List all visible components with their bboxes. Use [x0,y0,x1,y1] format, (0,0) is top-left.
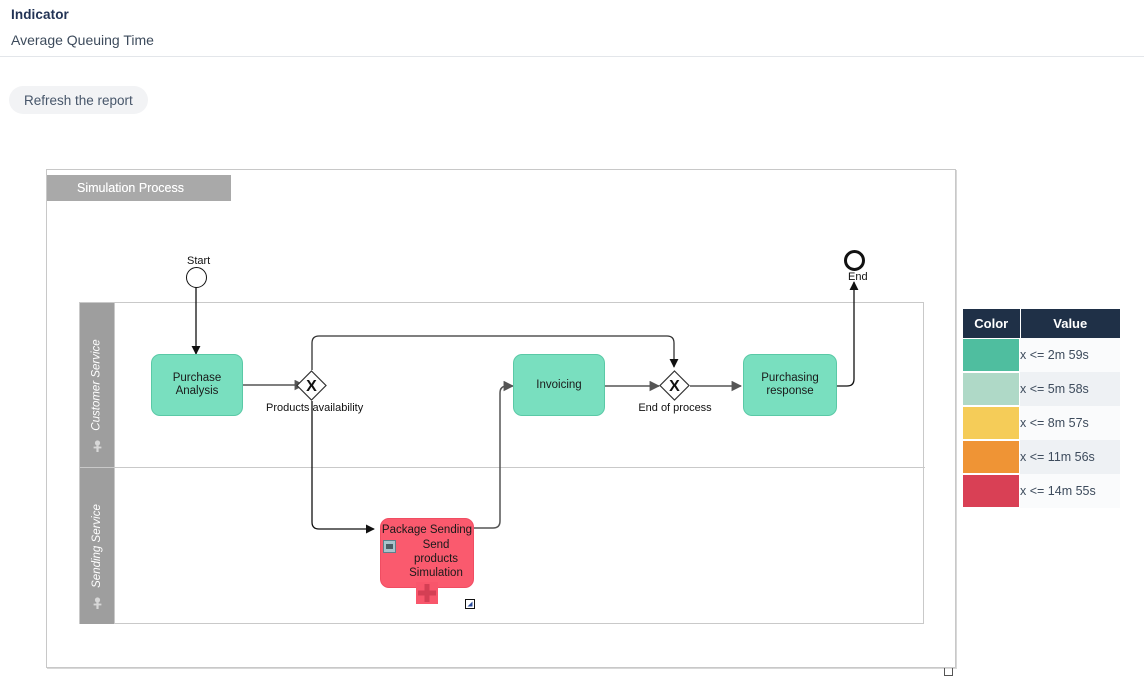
task-purchase-analysis-line2: Analysis [175,385,219,397]
lane-label-sending-service: Sending Service [91,504,103,588]
legend-value-cell: x <= 8m 57s [1020,406,1120,440]
end-event[interactable] [844,250,865,271]
start-event[interactable] [186,267,207,288]
lane-header-customer-service: Customer Service [80,303,115,467]
legend-row: x <= 5m 58s [963,372,1120,406]
report-header: Indicator Average Queuing Time [0,0,1144,57]
start-event-label: Start [187,255,211,267]
pool-name-label: Simulation Process [77,181,184,195]
subprocess-inner-label: Send products Simulation [409,539,463,579]
svg-text:X: X [669,378,680,395]
legend-value-cell: x <= 14m 55s [1020,474,1120,508]
bpmn-diagram-container[interactable]: Simulation Process Customer Service Send… [46,169,956,668]
legend-row: x <= 8m 57s [963,406,1120,440]
legend-swatch-cell [963,474,1020,508]
legend-row: x <= 11m 56s [963,440,1120,474]
task-purchasing-response-line1: Purchasing [761,372,819,384]
task-purchase-analysis[interactable]: Purchase Analysis [151,354,243,416]
indicator-label: Indicator [11,7,69,22]
lane-label-customer-service: Customer Service [91,339,104,431]
legend-header-row: Color Value [963,309,1120,338]
svg-text:X: X [306,378,317,395]
legend-swatch-cell [963,338,1020,372]
task-purchase-analysis-line1: Purchase [172,372,222,384]
indicator-value: Average Queuing Time [11,32,154,48]
end-event-label: End [848,271,868,283]
role-icon [93,597,102,609]
legend-color-swatch [963,406,1020,440]
subprocess-title: Package Sending [381,524,473,536]
gateway-products-availability-label: Products availability [266,402,364,414]
pool: Customer Service Sending Service [79,302,925,624]
task-invoicing-line1: Invoicing [536,378,582,391]
legend-swatch-cell [963,406,1020,440]
legend-col-value: Value [1020,309,1120,338]
task-purchasing-response-line2: response [766,385,814,397]
legend-color-swatch [963,372,1020,406]
subprocess-expand-plus-icon[interactable] [416,582,438,604]
legend-color-swatch [963,338,1020,372]
legend-value-cell: x <= 11m 56s [1020,440,1120,474]
pool-header-tab: Simulation Process [47,175,231,201]
diagram-resize-handle[interactable] [944,668,953,676]
legend-col-color: Color [963,309,1021,338]
subprocess-corner-marker-icon[interactable] [465,599,475,609]
legend-color-swatch [963,440,1020,474]
legend-value-cell: x <= 5m 58s [1020,372,1120,406]
role-icon [93,440,102,452]
gateway-products-availability[interactable]: X [296,370,327,401]
gateway-end-of-process-label: End of process [638,402,712,414]
refresh-report-button[interactable]: Refresh the report [9,86,148,114]
legend-swatch-cell [963,440,1020,474]
gateway-end-of-process[interactable]: X [659,370,690,401]
legend-row: x <= 14m 55s [963,474,1120,508]
subprocess-package-sending[interactable]: Package Sending Send products Simulation [380,518,475,609]
task-invoicing[interactable]: Invoicing [513,354,605,416]
legend-value-cell: x <= 2m 59s [1020,338,1120,372]
legend-swatch-cell [963,372,1020,406]
lane-header-sending-service: Sending Service [80,468,115,624]
subprocess-collapsed-icon [383,540,396,553]
task-purchasing-response[interactable]: Purchasing response [743,354,837,416]
legend-color-swatch [963,474,1020,508]
subprocess-inner-row: Send products Simulation [381,538,473,580]
legend-row: x <= 2m 59s [963,338,1120,372]
lane-sending-service: Sending Service [80,468,925,624]
